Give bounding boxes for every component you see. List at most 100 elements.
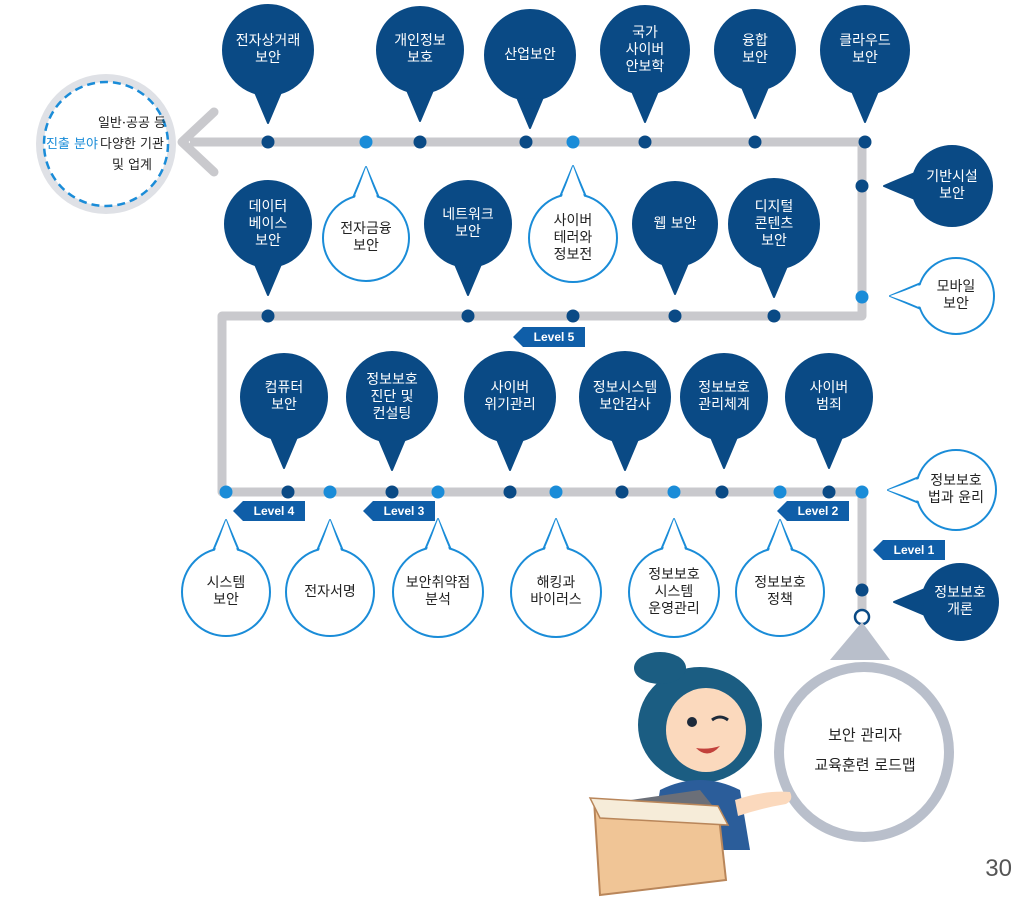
bubble-circle (346, 351, 438, 443)
course-bubble (240, 353, 328, 469)
course-bubble (181, 519, 271, 637)
bubble-circle (785, 353, 873, 441)
track-node (359, 135, 373, 149)
course-bubble (392, 518, 484, 638)
course-bubble (628, 518, 720, 638)
course-bubble (222, 4, 314, 124)
roadmap-badge-inner (784, 672, 944, 832)
bubble-circle (224, 180, 312, 268)
track-node (858, 135, 872, 149)
level-tag: Level 1 (873, 540, 945, 560)
bubble-pointer-fill (558, 166, 588, 207)
character-illustration (588, 652, 792, 897)
track-node (281, 485, 295, 499)
track-node (323, 485, 337, 499)
course-bubble (785, 353, 873, 469)
bubble-circle (510, 546, 602, 638)
bubble-circle (285, 547, 375, 637)
bubble-pointer-fill (890, 281, 931, 311)
track-node (855, 485, 869, 499)
roadmap-title: 보안 관리자 교육훈련 로드맵 (814, 726, 916, 774)
character-mouth (696, 746, 720, 754)
course-bubble (735, 519, 825, 637)
bubble-circle (820, 5, 910, 95)
bubble-circle (728, 178, 820, 270)
career-fields-title: 진출 분야 (45, 136, 98, 152)
track-node (261, 135, 275, 149)
course-bubble (484, 9, 576, 129)
bubble-pointer-fill (423, 519, 453, 560)
track-node (431, 485, 445, 499)
level-tag: Level 3 (363, 501, 435, 521)
course-bubble (424, 180, 512, 296)
track-node (855, 290, 869, 304)
track-node (566, 135, 580, 149)
track-node (748, 135, 762, 149)
bubble-circle (921, 563, 999, 641)
course-bubble (346, 351, 438, 471)
course-bubble (528, 165, 618, 283)
course-bubble (510, 518, 602, 638)
bubble-circle (392, 546, 484, 638)
track-node (413, 135, 427, 149)
track-node (385, 485, 399, 499)
course-bubble (579, 351, 671, 471)
bubble-circle (528, 193, 618, 283)
track-node (773, 485, 787, 499)
bubble-circle (579, 351, 671, 443)
career-fields-ring (42, 80, 170, 208)
bubble-circle (322, 194, 410, 282)
desk-top (588, 797, 730, 826)
bubble-circle (376, 6, 464, 94)
track-node (261, 309, 275, 323)
level-tag: Level 4 (233, 501, 305, 521)
track-node (615, 485, 629, 499)
bubble-circle (628, 546, 720, 638)
character-arm (735, 791, 792, 816)
track-node (503, 485, 517, 499)
track-node (461, 309, 475, 323)
course-bubble (680, 353, 768, 469)
course-bubble (376, 6, 464, 122)
character-face (666, 688, 746, 772)
bubble-circle (424, 180, 512, 268)
level-tag: Level 2 (777, 501, 849, 521)
bubble-pointer-fill (765, 520, 795, 561)
bubble-circle (181, 547, 271, 637)
course-bubble (887, 449, 997, 531)
bubble-pointer-fill (541, 519, 571, 560)
track-arrowhead (177, 107, 219, 177)
character-wink (711, 715, 729, 722)
track-node (549, 485, 563, 499)
course-bubble (820, 5, 910, 123)
track-node (638, 135, 652, 149)
bubble-circle (735, 547, 825, 637)
track-node (822, 485, 836, 499)
level-tag: Level 5 (513, 327, 585, 347)
start-node (853, 608, 871, 626)
course-bubble (322, 166, 410, 282)
character-hair-curl (634, 652, 686, 684)
track-node (219, 485, 233, 499)
page-number: 30 (985, 855, 1012, 882)
bubble-pointer-fill (351, 167, 381, 208)
bubble-circle (911, 145, 993, 227)
track-node (667, 485, 681, 499)
track-node (668, 309, 682, 323)
character-eye (687, 717, 697, 727)
track-node (855, 583, 869, 597)
course-bubble (285, 519, 375, 637)
bubble-pointer-fill (211, 520, 241, 561)
course-bubble (464, 351, 556, 471)
bubble-circle (680, 353, 768, 441)
track-node (855, 179, 869, 193)
career-fields-text: 진출 분야 일반·공공 등 다양한 기관 및 업계 (41, 84, 171, 204)
bubble-pointer-fill (888, 475, 929, 505)
course-bubble (224, 180, 312, 296)
course-bubble (893, 563, 999, 641)
track-node (715, 485, 729, 499)
bubble-circle (632, 181, 718, 267)
track-node (767, 309, 781, 323)
